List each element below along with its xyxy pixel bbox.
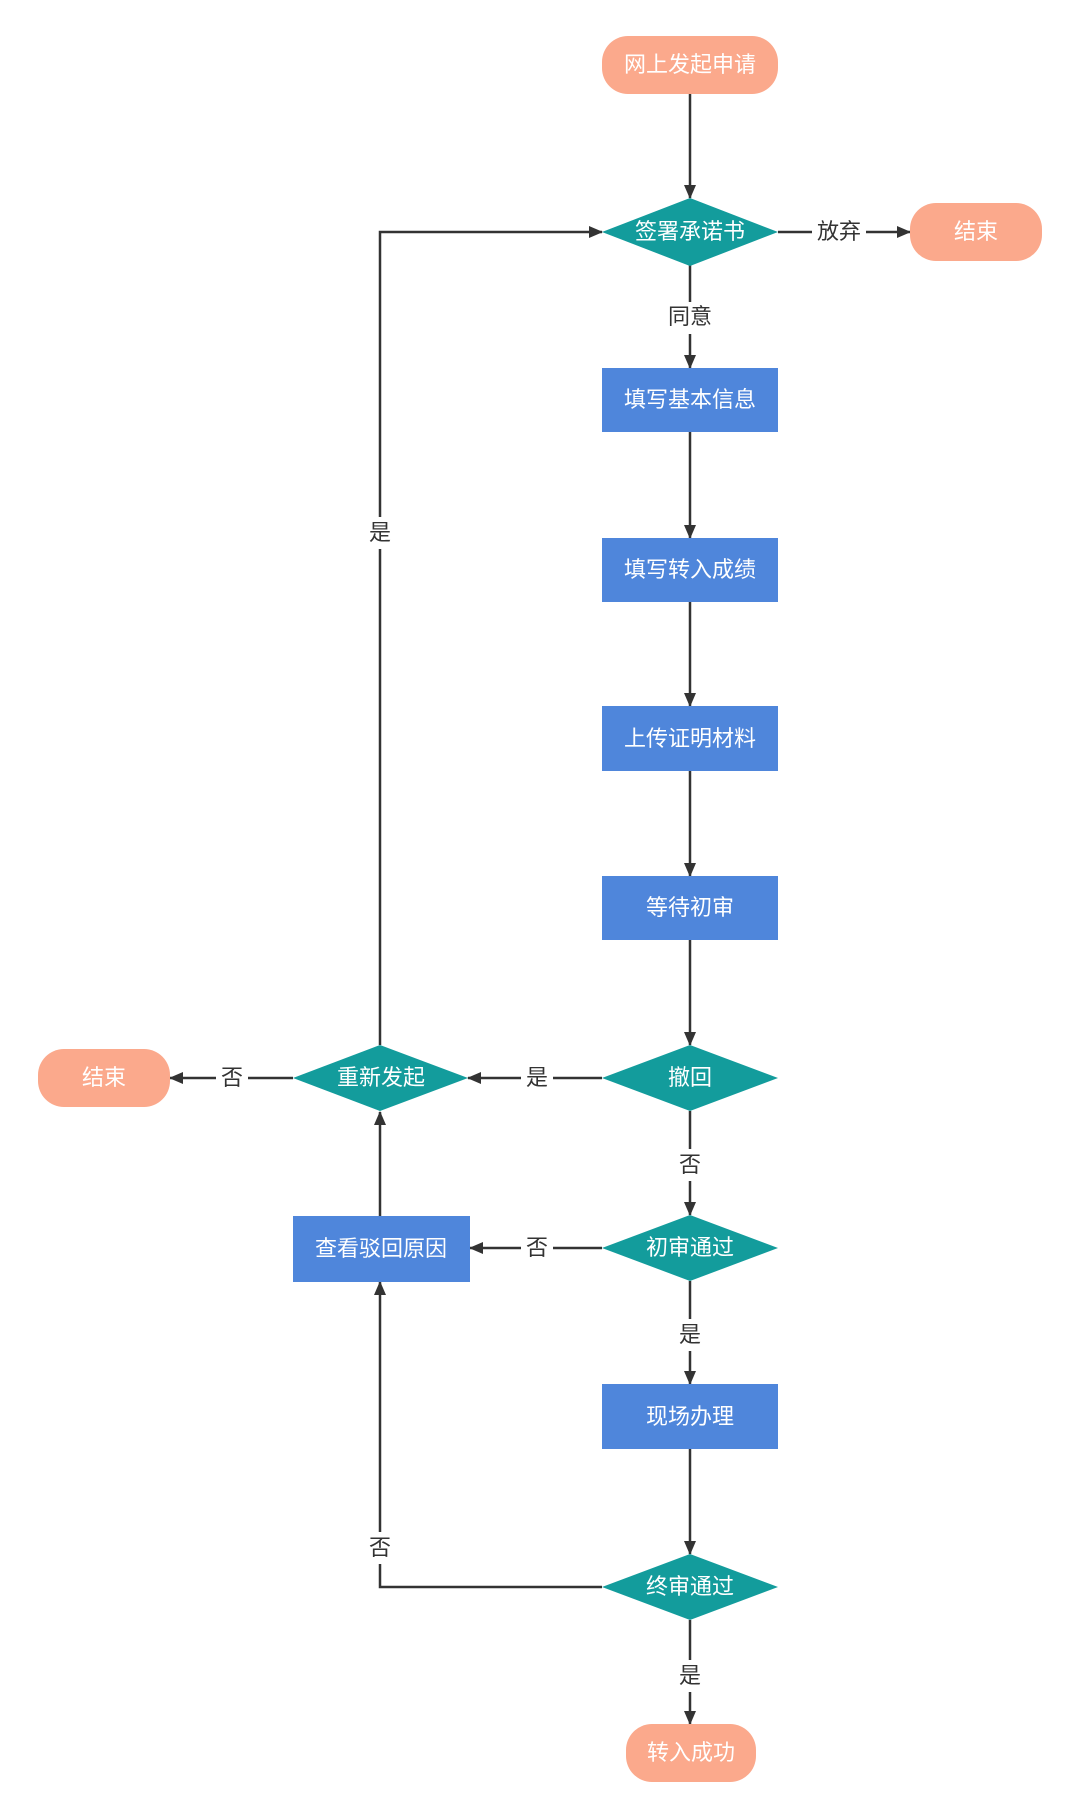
node-restart: 重新发起 bbox=[293, 1045, 468, 1111]
terminal-shape bbox=[602, 36, 778, 94]
svg-text:查看驳回原因: 查看驳回原因 bbox=[315, 1237, 447, 1262]
svg-text:现场办理: 现场办理 bbox=[646, 1405, 734, 1430]
process-shape bbox=[602, 876, 778, 940]
svg-text:初审通过: 初审通过 bbox=[646, 1236, 734, 1261]
process-shape bbox=[293, 1216, 470, 1282]
node-fill-basic-info: 填写基本信息 bbox=[602, 368, 778, 432]
edge-label-withdraw-no: 否 bbox=[679, 1153, 701, 1178]
edge-label-restart-yes: 是 bbox=[369, 521, 391, 546]
node-view-reject-reason: 查看驳回原因 bbox=[293, 1216, 470, 1282]
svg-text:转入成功: 转入成功 bbox=[647, 1741, 735, 1766]
decision-shape bbox=[602, 198, 778, 266]
svg-text:撤回: 撤回 bbox=[668, 1066, 712, 1091]
process-shape bbox=[602, 706, 778, 771]
decision-shape bbox=[293, 1045, 468, 1111]
svg-text:网上发起申请: 网上发起申请 bbox=[624, 53, 756, 78]
edge-label-withdraw-yes: 是 bbox=[526, 1066, 548, 1091]
decision-shape bbox=[602, 1554, 778, 1620]
edge-label-initial-no: 否 bbox=[526, 1236, 548, 1261]
svg-text:终审通过: 终审通过 bbox=[646, 1575, 734, 1600]
node-sign-commitment: 签署承诺书 bbox=[602, 198, 778, 266]
process-shape bbox=[602, 538, 778, 602]
edge-label-final-no: 否 bbox=[369, 1536, 391, 1561]
edge-label-initial-yes: 是 bbox=[679, 1323, 701, 1348]
edge-label-final-yes: 是 bbox=[679, 1664, 701, 1689]
edge-restart-to-sign bbox=[378, 226, 603, 1045]
node-wait-review: 等待初审 bbox=[602, 876, 778, 940]
decision-shape bbox=[602, 1215, 778, 1281]
svg-text:签署承诺书: 签署承诺书 bbox=[635, 220, 745, 245]
terminal-shape bbox=[626, 1724, 756, 1782]
svg-text:填写基本信息: 填写基本信息 bbox=[624, 388, 756, 413]
svg-text:填写转入成绩: 填写转入成绩 bbox=[624, 558, 756, 583]
node-onsite-processing: 现场办理 bbox=[602, 1384, 778, 1449]
terminal-shape bbox=[910, 203, 1042, 261]
node-end-left: 结束 bbox=[38, 1049, 170, 1107]
node-upload-materials: 上传证明材料 bbox=[602, 706, 778, 771]
node-fill-scores: 填写转入成绩 bbox=[602, 538, 778, 602]
svg-text:结束: 结束 bbox=[954, 220, 998, 245]
process-shape bbox=[602, 368, 778, 432]
svg-text:结束: 结束 bbox=[82, 1066, 126, 1091]
edge-label-restart-no: 否 bbox=[221, 1066, 243, 1091]
process-shape bbox=[602, 1384, 778, 1449]
edge-label-give-up: 放弃 bbox=[817, 220, 861, 245]
node-initial-review-pass: 初审通过 bbox=[602, 1215, 778, 1281]
node-transfer-success: 转入成功 bbox=[626, 1724, 756, 1782]
node-withdraw: 撤回 bbox=[602, 1045, 778, 1111]
edges bbox=[169, 94, 911, 1725]
decision-shape bbox=[602, 1045, 778, 1111]
node-start: 网上发起申请 bbox=[602, 36, 778, 94]
edge-label-agree: 同意 bbox=[668, 305, 712, 330]
svg-text:重新发起: 重新发起 bbox=[337, 1066, 425, 1091]
nodes: 网上发起申请 签署承诺书 结束 填写基本信息 填写转入成绩 上传证明材料 等待初… bbox=[38, 36, 1042, 1782]
edge-final-to-reject-reason bbox=[374, 1281, 602, 1589]
node-end-right: 结束 bbox=[910, 203, 1042, 261]
node-final-review-pass: 终审通过 bbox=[602, 1554, 778, 1620]
svg-text:上传证明材料: 上传证明材料 bbox=[624, 727, 756, 752]
edge-labels: 放弃 同意 是 是 否 否 否 是 否 是 bbox=[216, 216, 866, 1692]
terminal-shape bbox=[38, 1049, 170, 1107]
svg-text:等待初审: 等待初审 bbox=[646, 896, 734, 921]
